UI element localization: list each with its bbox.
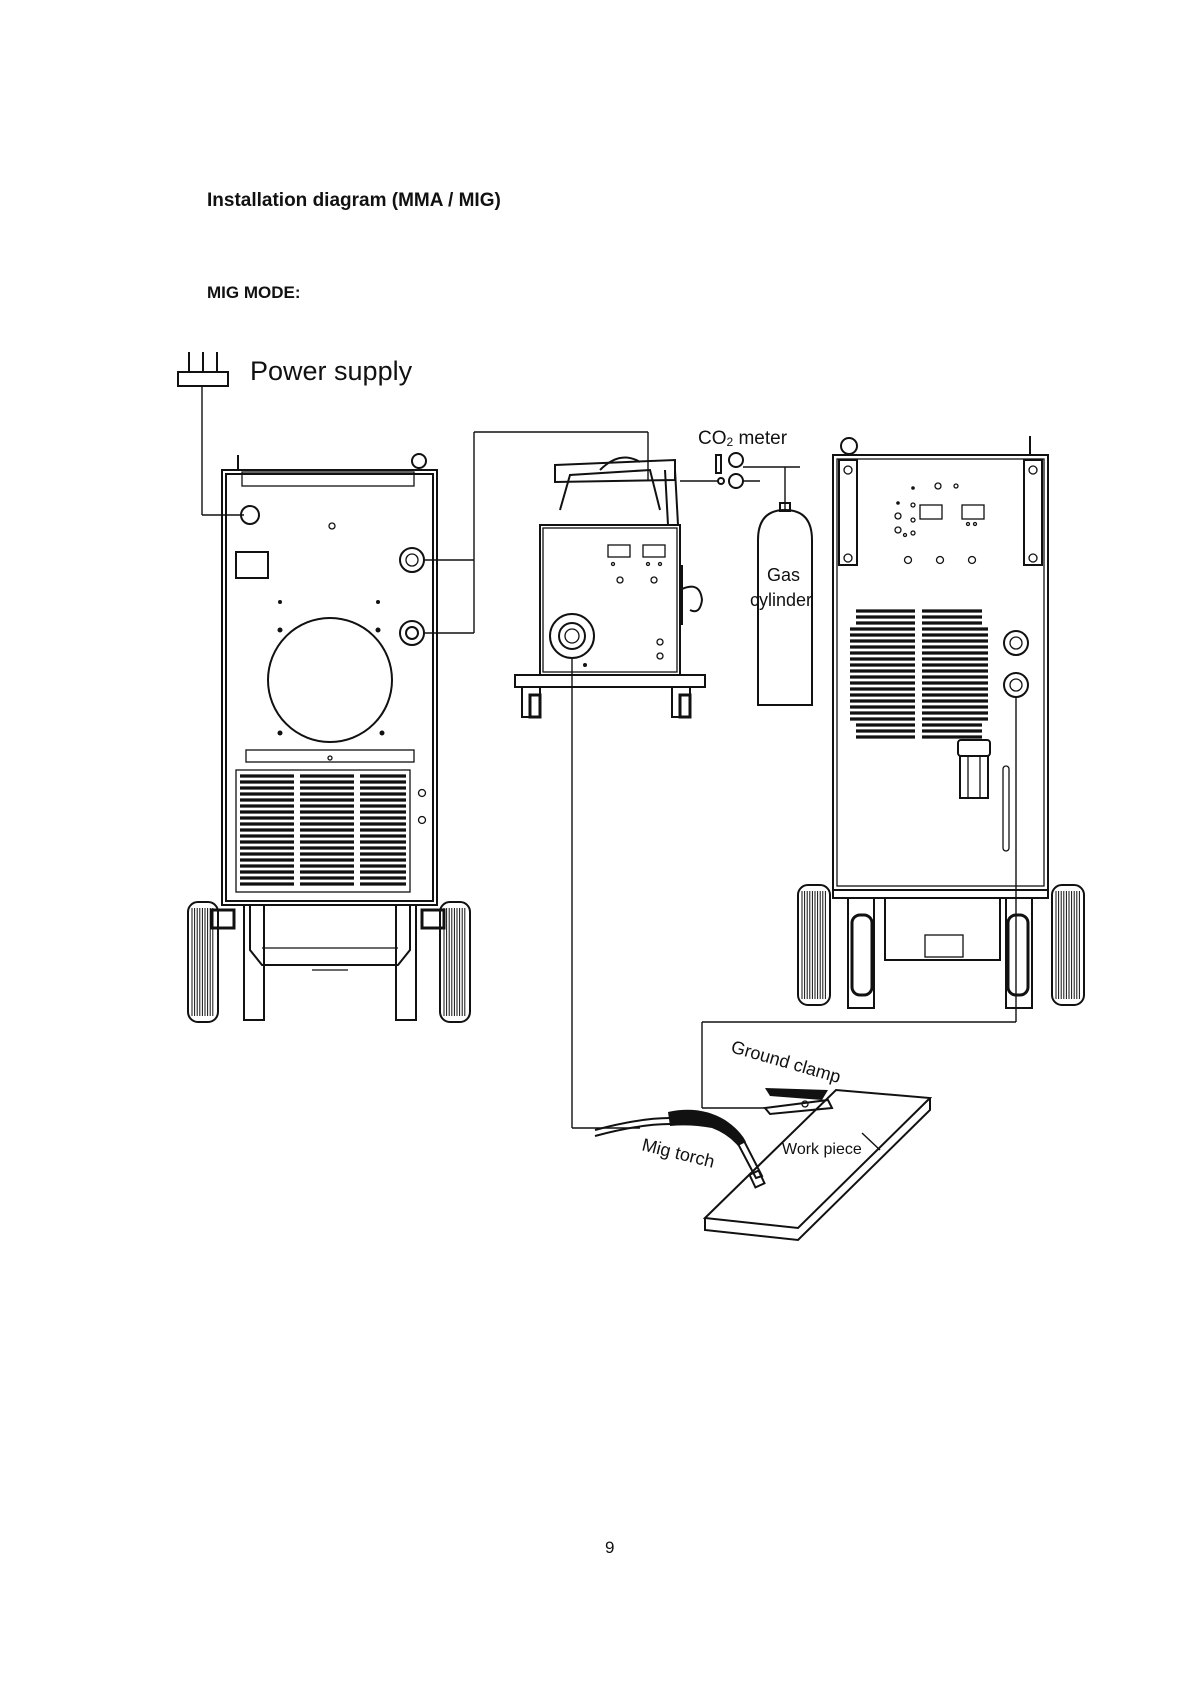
gas-cylinder-label-line1: Gas	[767, 565, 800, 585]
power-supply-label: Power supply	[250, 356, 413, 386]
power-plug-icon	[178, 352, 244, 515]
mig-torch-label: Mig torch	[640, 1134, 717, 1171]
left-vent-grille	[240, 776, 406, 884]
ground-clamp-label: Ground clamp	[729, 1037, 843, 1087]
ground-clamp-icon	[765, 1088, 832, 1114]
welder-front-view	[702, 436, 1084, 1108]
co2-meter	[680, 453, 800, 510]
wire-feeder-unit	[474, 432, 705, 1128]
gas-cylinder-label-line2: cylinder	[750, 590, 812, 610]
right-wheel-treads	[802, 891, 1079, 999]
work-piece	[705, 1090, 930, 1240]
co2-meter-label: CO2 meter	[698, 428, 788, 449]
work-piece-label: Work piece	[782, 1141, 862, 1158]
welder-rear-view	[188, 454, 474, 1022]
right-vent-grille	[850, 611, 988, 737]
